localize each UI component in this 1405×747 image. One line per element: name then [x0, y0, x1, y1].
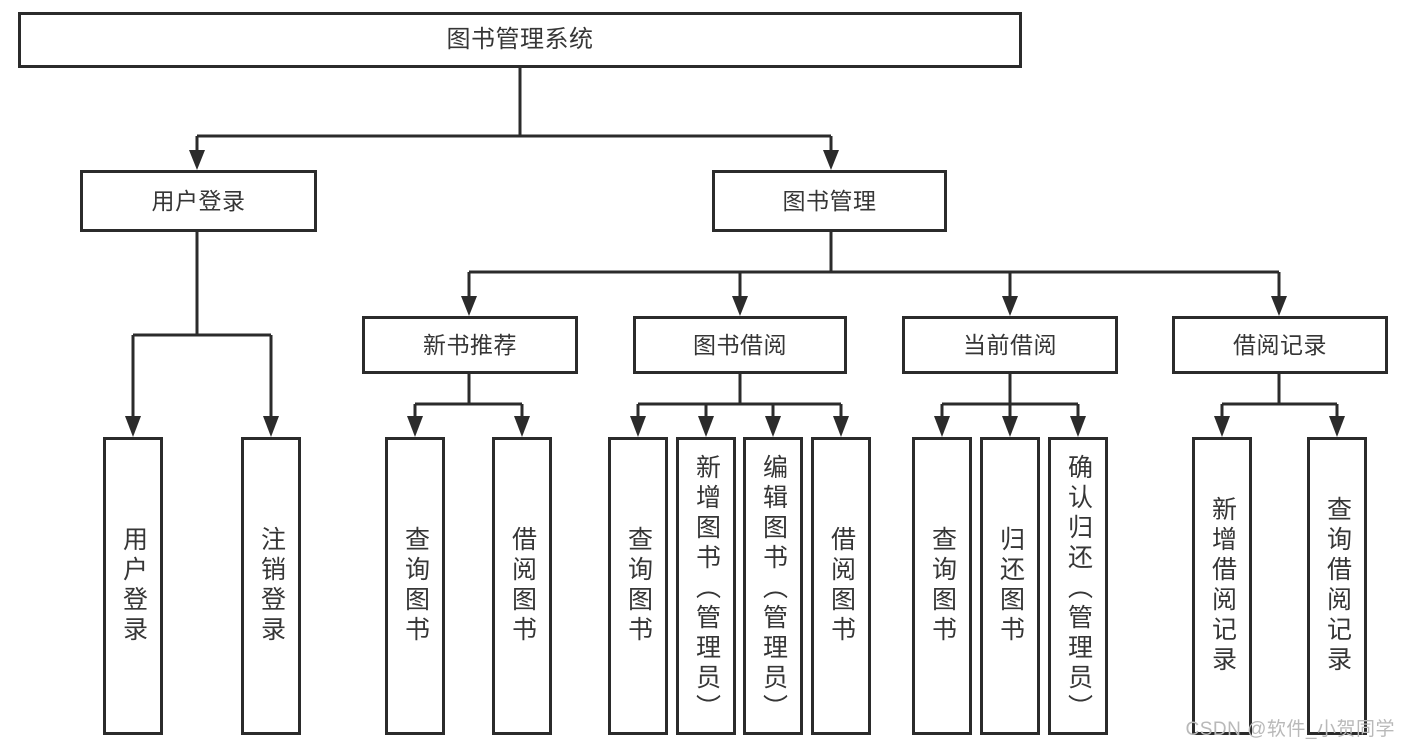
arrow-root-to-user-login	[189, 150, 205, 170]
node-leaf-query-record-label: 查询借阅记录	[1323, 496, 1352, 676]
arrow-new-book-leaf2	[514, 416, 530, 437]
node-leaf-confirm-return[interactable]: 确认归还（管理员）	[1048, 437, 1108, 735]
node-book-management-label: 图书管理	[782, 187, 877, 214]
arrow-current-borrow-leaf2	[1002, 416, 1018, 437]
node-root-label: 图书管理系统	[446, 26, 594, 54]
node-leaf-edit-book-label: 编辑图书（管理员）	[759, 454, 788, 724]
arrow-root-to-book-management	[823, 150, 839, 170]
node-borrow-record[interactable]: 借阅记录	[1172, 316, 1388, 374]
node-leaf-query-book-3[interactable]: 查询图书	[912, 437, 972, 735]
node-leaf-add-record[interactable]: 新增借阅记录	[1192, 437, 1252, 735]
arrow-borrow-record-leaf1	[1214, 416, 1230, 437]
node-leaf-borrow-book-1-label: 借阅图书	[508, 526, 537, 646]
arrow-bm-to-new-book	[461, 296, 477, 316]
node-leaf-return-book[interactable]: 归还图书	[980, 437, 1040, 735]
arrow-book-borrow-leaf2	[698, 416, 714, 437]
node-user-login-label: 用户登录	[151, 187, 246, 214]
arrow-user-login-leaf2	[263, 416, 279, 437]
node-book-borrow[interactable]: 图书借阅	[633, 316, 847, 374]
node-leaf-add-record-label: 新增借阅记录	[1208, 496, 1237, 676]
arrow-book-borrow-leaf3	[765, 416, 781, 437]
node-leaf-borrow-book-2[interactable]: 借阅图书	[811, 437, 871, 735]
node-root[interactable]: 图书管理系统	[18, 12, 1022, 68]
node-borrow-record-label: 借阅记录	[1233, 331, 1327, 358]
arrow-book-borrow-leaf4	[833, 416, 849, 437]
node-leaf-query-book-1[interactable]: 查询图书	[385, 437, 445, 735]
arrow-borrow-record-leaf2	[1329, 416, 1345, 437]
node-leaf-borrow-book-1[interactable]: 借阅图书	[492, 437, 552, 735]
arrow-bm-to-current-borrow	[1002, 296, 1018, 316]
node-new-book-recommend-label: 新书推荐	[423, 331, 517, 358]
watermark: CSDN @软件_小贺同学	[1185, 719, 1395, 740]
node-leaf-user-login-label: 用户登录	[119, 526, 148, 646]
node-leaf-query-book-1-label: 查询图书	[401, 526, 430, 646]
node-leaf-query-book-3-label: 查询图书	[928, 526, 957, 646]
node-leaf-add-book[interactable]: 新增图书（管理员）	[676, 437, 736, 735]
arrow-new-book-leaf1	[407, 416, 423, 437]
node-leaf-borrow-book-2-label: 借阅图书	[827, 526, 856, 646]
node-leaf-return-book-label: 归还图书	[996, 526, 1025, 646]
node-leaf-confirm-return-label: 确认归还（管理员）	[1064, 454, 1093, 724]
node-leaf-query-book-2[interactable]: 查询图书	[608, 437, 668, 735]
node-new-book-recommend[interactable]: 新书推荐	[362, 316, 578, 374]
node-current-borrow-label: 当前借阅	[963, 331, 1057, 358]
node-current-borrow[interactable]: 当前借阅	[902, 316, 1118, 374]
node-leaf-logout-login-label: 注销登录	[257, 526, 286, 646]
arrow-book-borrow-leaf1	[630, 416, 646, 437]
node-book-management[interactable]: 图书管理	[712, 170, 947, 232]
arrow-bm-to-borrow-record	[1271, 296, 1287, 316]
node-user-login[interactable]: 用户登录	[80, 170, 317, 232]
node-leaf-query-record[interactable]: 查询借阅记录	[1307, 437, 1367, 735]
node-leaf-add-book-label: 新增图书（管理员）	[692, 454, 721, 724]
node-leaf-query-book-2-label: 查询图书	[624, 526, 653, 646]
node-leaf-logout-login[interactable]: 注销登录	[241, 437, 301, 735]
node-leaf-user-login[interactable]: 用户登录	[103, 437, 163, 735]
arrow-current-borrow-leaf1	[934, 416, 950, 437]
arrow-user-login-leaf1	[125, 416, 141, 437]
node-book-borrow-label: 图书借阅	[693, 331, 787, 358]
node-leaf-edit-book[interactable]: 编辑图书（管理员）	[743, 437, 803, 735]
arrow-current-borrow-leaf3	[1070, 416, 1086, 437]
arrow-bm-to-book-borrow	[732, 296, 748, 316]
